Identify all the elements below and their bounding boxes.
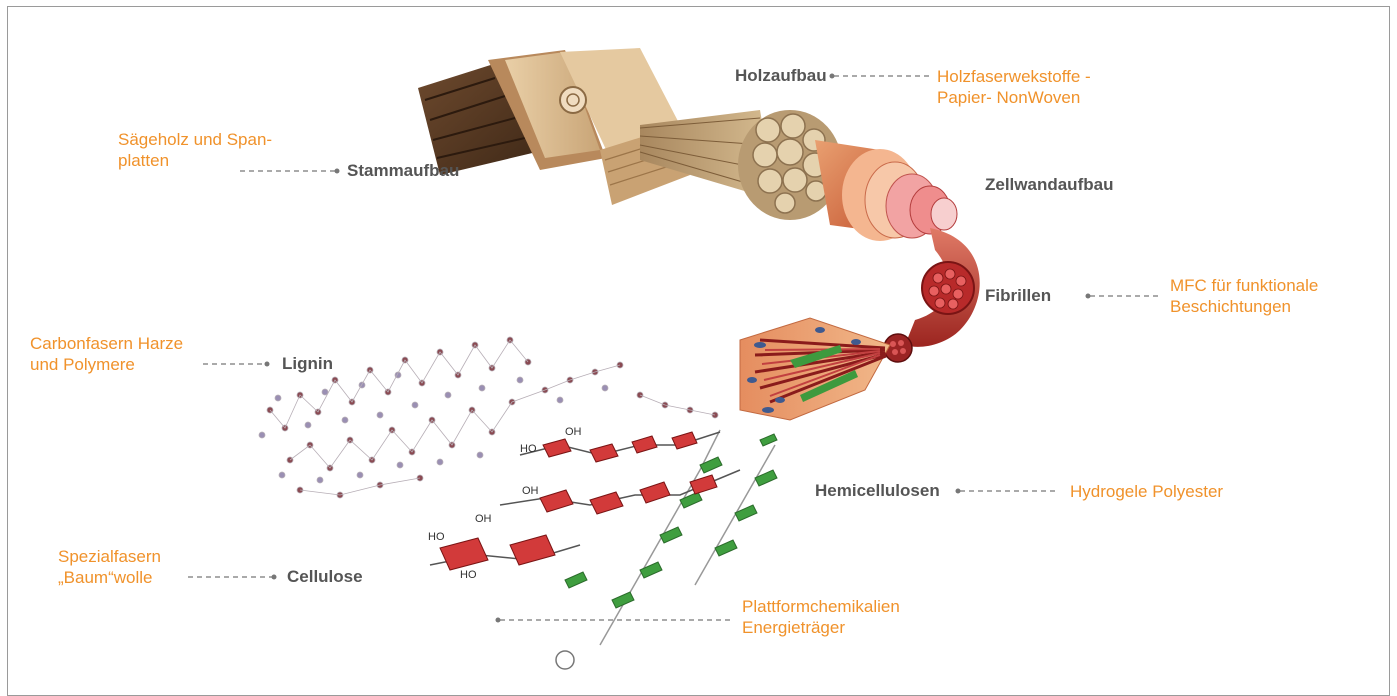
label-cellulose: Cellulose <box>287 567 363 587</box>
microfibril-fan-graphic <box>740 318 890 420</box>
label-hemicellulosen: Hemicellulosen <box>815 481 940 501</box>
label-lignin: Lignin <box>282 354 333 374</box>
svg-text:HO: HO <box>520 443 537 455</box>
application-hemicellulosen: Hydrogele Polyester <box>1070 481 1223 502</box>
wood-structure-illustration: HO OH OH HO OH HO <box>0 0 1397 682</box>
application-stammaufbau: Sägeholz und Span-platten <box>118 129 272 171</box>
application-cellulose: Spezialfasern„Baum“wolle <box>58 546 161 588</box>
svg-text:HO: HO <box>460 569 477 581</box>
svg-text:HO: HO <box>428 531 445 543</box>
cell-wall-graphic <box>815 140 957 241</box>
label-stammaufbau: Stammaufbau <box>347 161 459 181</box>
wood-cell-bundle-graphic <box>640 110 842 220</box>
label-fibrillen: Fibrillen <box>985 286 1051 306</box>
svg-text:OH: OH <box>565 426 582 438</box>
label-zellwandaufbau: Zellwandaufbau <box>985 175 1113 195</box>
svg-text:OH: OH <box>522 485 539 497</box>
svg-text:OH: OH <box>475 513 492 525</box>
application-holzaufbau: Holzfaserwekstoffe -Papier- NonWoven <box>937 66 1091 108</box>
fibril-graphic <box>884 228 980 362</box>
label-holzaufbau: Holzaufbau <box>735 66 827 86</box>
